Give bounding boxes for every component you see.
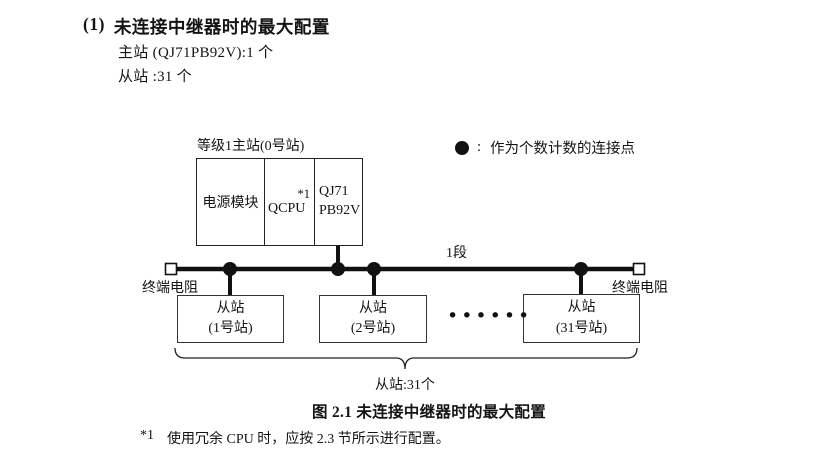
slave-station-1-box: 从站 (1号站) [177, 295, 284, 343]
legend: : 作为个数计数的连接点 [455, 137, 635, 158]
legend-text: 作为个数计数的连接点 [490, 141, 636, 157]
slave-station-2-box: 从站 (2号站) [319, 295, 427, 343]
slave31-label-line1: 从站 [567, 300, 596, 316]
legend-separator: : [477, 139, 482, 155]
slave2-label-line2: (2号站) [350, 321, 396, 336]
footnote-ref-mark: *1 [297, 187, 311, 201]
qcpu-label: QCPU [268, 201, 306, 216]
slave31-label-line2: (31号站) [555, 320, 608, 336]
heading-number: (1) [83, 14, 105, 34]
section-heading: (1) 未连接中继器时的最大配置 [83, 14, 330, 39]
figure-caption: 图 2.1 未连接中继器时的最大配置 [311, 404, 547, 421]
slaves-ellipsis: •••••• [447, 305, 533, 327]
pb92v-label-line2: PB92V [319, 203, 361, 218]
footnote-text: 使用冗余 CPU 时，应按 2.3 节所示进行配置。 [167, 432, 450, 447]
connection-point-icon [455, 140, 469, 155]
terminator-left-icon [164, 262, 178, 276]
master-station-label: 等级1主站(0号站) [197, 139, 305, 154]
master-count-line: 主站 (QJ71PB92V):1 个 [118, 45, 274, 61]
power-module-cell: 电源模块 [197, 159, 265, 245]
pb92v-cell: QJ71 PB92V [315, 159, 362, 245]
slave1-label-line2: (1号站) [208, 321, 253, 336]
slave2-label-line1: 从站 [359, 300, 387, 316]
slaves-brace [174, 347, 638, 370]
slave1-label-line1: 从站 [216, 300, 245, 316]
segment-label: 1段 [446, 246, 467, 261]
connection-dot-slave1 [223, 262, 237, 276]
connection-dot-slave31 [574, 262, 588, 276]
qcpu-cell: *1 QCPU [265, 159, 315, 245]
connection-dot-slave2 [367, 262, 381, 276]
slave-count-line: 从站 :31 个 [118, 69, 193, 85]
pb92v-label-line1: QJ71 [319, 184, 349, 200]
heading-title: 未连接中继器时的最大配置 [113, 17, 330, 37]
footnote-marker: *1 [140, 428, 154, 443]
terminator-right-icon [632, 262, 646, 276]
terminator-left-label: 终端电阻 [142, 281, 198, 296]
terminator-right-label: 终端电阻 [612, 281, 668, 296]
master-station-box: 电源模块 *1 QCPU QJ71 PB92V [196, 158, 363, 246]
connection-dot-master [331, 262, 345, 276]
footnote: *1 使用冗余 CPU 时，应按 2.3 节所示进行配置。 [140, 428, 450, 448]
slave-total-label: 从站:31个 [375, 378, 435, 393]
slave-station-31-box: 从站 (31号站) [523, 294, 640, 343]
